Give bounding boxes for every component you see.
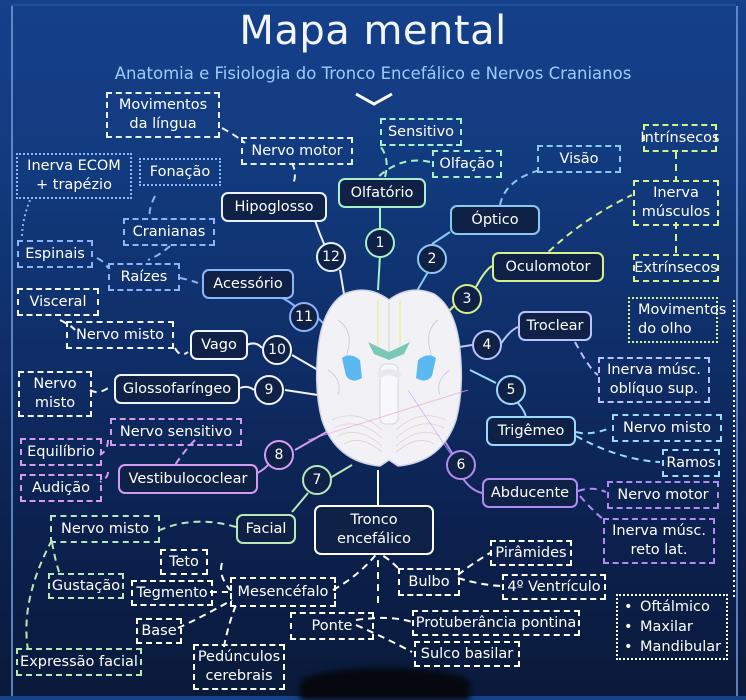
- olfatorio-olfacao: Olfação: [432, 150, 502, 178]
- brain-illustration: [308, 289, 469, 469]
- inerva-line2: músculos: [641, 204, 711, 220]
- page-title: Mapa mental: [239, 8, 507, 54]
- nerve-oculomotor[interactable]: Oculomotor: [492, 252, 604, 282]
- nerve-glossofaringeo[interactable]: Glossofaríngeo: [114, 374, 240, 404]
- mesencefalo-teto: Teto: [160, 549, 208, 575]
- hipoglosso-nervo-motor: Nervo motor: [241, 137, 353, 165]
- nerve-number-5: 5: [496, 375, 526, 405]
- vestibulococlear-equilibrio: Equilíbrio: [20, 438, 102, 466]
- glossofaringeo-nervo-misto: Nervo misto: [18, 371, 92, 417]
- nerve-number-1: 1: [365, 228, 395, 258]
- nerve-vestibulococlear[interactable]: Vestibulococlear: [118, 464, 258, 494]
- gloss-misto-line2: misto: [34, 395, 76, 411]
- tronco-title-line1: Tronco: [350, 512, 398, 528]
- oculomotor-extrinsecos: Extrínsecos: [633, 254, 719, 282]
- bulbo-box[interactable]: Bulbo: [398, 568, 460, 596]
- acessorio-cranianas: Cranianas: [123, 218, 215, 246]
- mov-olho-line1: Movimentos: [638, 302, 727, 318]
- frame-border-left: [11, 6, 13, 696]
- dark-shadow: [300, 668, 470, 700]
- tronco-title-line2: encefálico: [337, 531, 411, 547]
- ramo-mandibular: Mandibular: [624, 637, 721, 657]
- oculomotor-inerva-musculos: Inerva músculos: [633, 180, 719, 226]
- chevron-down-icon: [355, 92, 393, 106]
- facial-expressao: Expressão facial: [16, 648, 142, 676]
- nerve-number-10: 10: [262, 335, 292, 365]
- vestibulococlear-audicao: Audição: [20, 474, 102, 502]
- nerve-number-11: 11: [289, 302, 319, 332]
- nerve-facial[interactable]: Facial: [236, 514, 296, 544]
- troclear-inerva: Inerva músc. oblíquo sup.: [598, 357, 710, 403]
- inerva-line1: Inerva: [653, 185, 699, 201]
- troclear-inerva-line1: Inerva músc.: [607, 362, 701, 378]
- nerve-abducente[interactable]: Abducente: [482, 478, 578, 508]
- ramo-oftalmico: Oftálmico: [624, 597, 721, 617]
- nerve-number-3: 3: [452, 284, 482, 314]
- ramos-list: Oftálmico Maxilar Mandibular: [618, 597, 721, 657]
- pedunculos-line2: cerebrais: [205, 668, 273, 684]
- nerve-vago[interactable]: Vago: [190, 330, 248, 360]
- ecom-line1: Inerva ECOM: [27, 158, 121, 174]
- oculomotor-movimentos-olho: Movimentos do olho: [628, 297, 726, 343]
- acessorio-inerva-ecom: Inerva ECOM + trapézio: [16, 153, 132, 199]
- gloss-misto-line1: Nervo: [33, 376, 77, 392]
- acessorio-fonacao: Fonação: [139, 158, 221, 186]
- nerve-number-4: 4: [472, 330, 502, 360]
- abducente-inerva-line2: reto lat.: [630, 542, 688, 558]
- vago-visceral: Visceral: [17, 288, 99, 316]
- facial-gustacao: Gustação: [48, 573, 124, 599]
- nerve-hipoglosso[interactable]: Hipoglosso: [221, 192, 327, 222]
- nerve-number-7: 7: [302, 465, 332, 495]
- trigemeo-ramos-list: Oftálmico Maxilar Mandibular: [616, 594, 728, 660]
- page-subtitle: Anatomia e Fisiologia do Tronco Encefáli…: [114, 64, 632, 83]
- lingua-line2: da língua: [129, 116, 197, 132]
- ponte-sulco-basilar: Sulco basilar: [414, 641, 520, 667]
- mesencefalo-box[interactable]: Mesencéfalo: [230, 577, 336, 607]
- oculomotor-intrinsecos: Intrínsecos: [640, 124, 720, 152]
- hipoglosso-movimentos-lingua: Movimentos da língua: [106, 92, 220, 138]
- nerve-olfatorio[interactable]: Olfatório: [338, 178, 426, 208]
- vago-nervo-misto: Nervo misto: [66, 321, 174, 349]
- troclear-inerva-line2: oblíquo sup.: [609, 381, 699, 397]
- mov-olho-line2: do olho: [638, 321, 692, 337]
- pedunculos-line1: Pedúnculos: [197, 649, 281, 665]
- mesencefalo-base: Base: [136, 618, 182, 644]
- nerve-acessorio[interactable]: Acessório: [202, 269, 294, 299]
- abducente-inerva-line1: Inerva músc.: [612, 523, 706, 539]
- lingua-line1: Movimentos: [118, 97, 208, 113]
- acessorio-espinais: Espinais: [17, 240, 93, 268]
- nerve-troclear[interactable]: Troclear: [518, 311, 592, 341]
- ponte-protuberancia: Protuberância pontina: [412, 610, 580, 636]
- bulbo-piramides: Pirâmides: [490, 540, 572, 566]
- mesencefalo-tegmento: Tegmento: [131, 580, 213, 606]
- abducente-nervo-motor: Nervo motor: [607, 481, 719, 509]
- frame-border-right: [736, 6, 738, 696]
- nerve-optico[interactable]: Óptico: [450, 205, 540, 235]
- trigemeo-ramos: Ramos: [662, 449, 720, 477]
- ecom-line2: + trapézio: [36, 177, 112, 193]
- nerve-trigemeo[interactable]: Trigêmeo: [486, 416, 576, 446]
- nerve-number-9: 9: [254, 375, 284, 405]
- mesencefalo-pedunculos: Pedúnculos cerebrais: [193, 644, 285, 690]
- nerve-number-6: 6: [446, 450, 476, 480]
- facial-nervo-misto: Nervo misto: [50, 515, 160, 543]
- ponte-box[interactable]: Ponte: [290, 612, 374, 640]
- nerve-number-12: 12: [316, 242, 346, 272]
- bulbo-4-ventriculo: 4º Ventrículo: [502, 574, 606, 600]
- olfatorio-sensitivo: Sensitivo: [380, 118, 462, 146]
- abducente-inerva: Inerva músc. reto lat.: [603, 518, 715, 564]
- acessorio-raizes: Raízes: [108, 263, 180, 291]
- nerve-number-2: 2: [417, 244, 447, 274]
- optico-visao: Visão: [537, 145, 621, 173]
- trigemeo-nervo-misto: Nervo misto: [612, 414, 722, 442]
- vestibulococlear-nervo-sensitivo: Nervo sensitivo: [110, 418, 242, 446]
- ramo-maxilar: Maxilar: [624, 617, 721, 637]
- nerve-number-8: 8: [264, 440, 294, 470]
- frame-border-top: [11, 4, 736, 6]
- tronco-encefalico-box[interactable]: Tronco encefálico: [314, 505, 434, 555]
